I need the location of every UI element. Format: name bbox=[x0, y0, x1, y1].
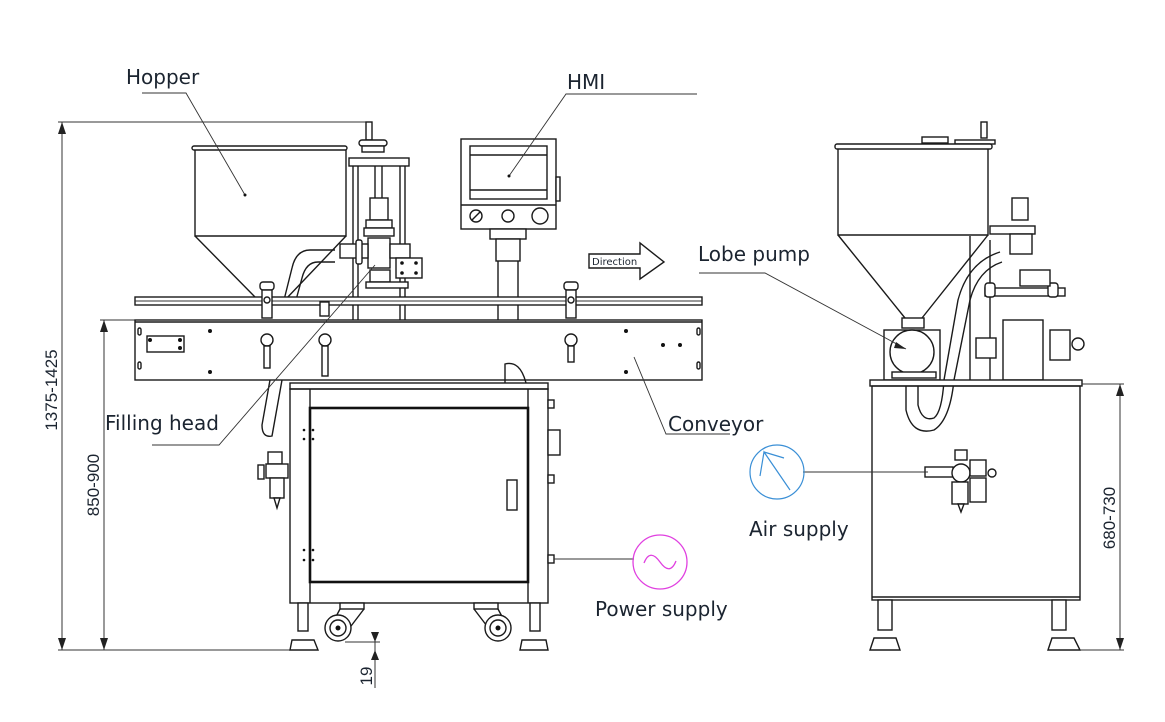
rail-clamps bbox=[259, 281, 579, 319]
front-casters bbox=[289, 602, 549, 651]
label-hmi: HMI bbox=[507, 70, 697, 178]
front-cabinet bbox=[289, 362, 561, 604]
label-conveyor: Conveyor bbox=[633, 356, 764, 436]
lobe-pump bbox=[883, 251, 1003, 432]
filling-head bbox=[339, 121, 423, 320]
label-conveyor-text: Conveyor bbox=[668, 412, 764, 436]
dim-side-cabinet-height-text: 680-730 bbox=[1100, 487, 1119, 549]
side-feet bbox=[869, 599, 1082, 651]
dim-caster-clearance-text: 19 bbox=[357, 667, 376, 686]
nozzle bbox=[260, 333, 578, 377]
ac-source-icon bbox=[632, 534, 688, 590]
front-air-regulator bbox=[257, 451, 289, 511]
dimension-overall-height: 1375-1425 bbox=[42, 121, 370, 650]
label-hmi-text: HMI bbox=[567, 70, 605, 94]
air-supply-symbol[interactable] bbox=[749, 444, 805, 500]
guide-rail bbox=[134, 296, 703, 306]
hmi-panel bbox=[460, 138, 561, 320]
label-filling-head: Filling head bbox=[105, 264, 376, 446]
direction-arrow[interactable]: Direction bbox=[588, 241, 666, 281]
feed-pipe bbox=[261, 249, 335, 437]
power-supply-symbol[interactable] bbox=[632, 534, 688, 590]
side-air-regulator bbox=[924, 449, 997, 514]
label-power-supply: Power supply bbox=[595, 597, 728, 621]
hopper bbox=[191, 145, 348, 301]
air-source-icon bbox=[749, 444, 805, 500]
dimension-conveyor-height: 850-900 bbox=[84, 319, 140, 650]
side-cabinet bbox=[869, 379, 1083, 601]
label-filling-head-text: Filling head bbox=[105, 411, 219, 435]
label-air-supply: Air supply bbox=[749, 517, 849, 541]
conveyor bbox=[134, 319, 703, 381]
label-lobe-pump-text: Lobe pump bbox=[698, 242, 810, 266]
side-filling-mechanism bbox=[969, 197, 1085, 381]
dim-conveyor-height-text: 850-900 bbox=[84, 454, 103, 516]
direction-label: Direction bbox=[592, 257, 637, 268]
side-hopper bbox=[834, 121, 996, 319]
dimension-side-cabinet-height: 680-730 bbox=[1082, 383, 1124, 650]
label-hopper: Hopper bbox=[126, 65, 247, 197]
dimension-caster-clearance: 19 bbox=[345, 632, 380, 688]
dim-overall-height-text: 1375-1425 bbox=[42, 349, 61, 430]
label-lobe-pump: Lobe pump bbox=[698, 242, 907, 350]
label-hopper-text: Hopper bbox=[126, 65, 200, 89]
